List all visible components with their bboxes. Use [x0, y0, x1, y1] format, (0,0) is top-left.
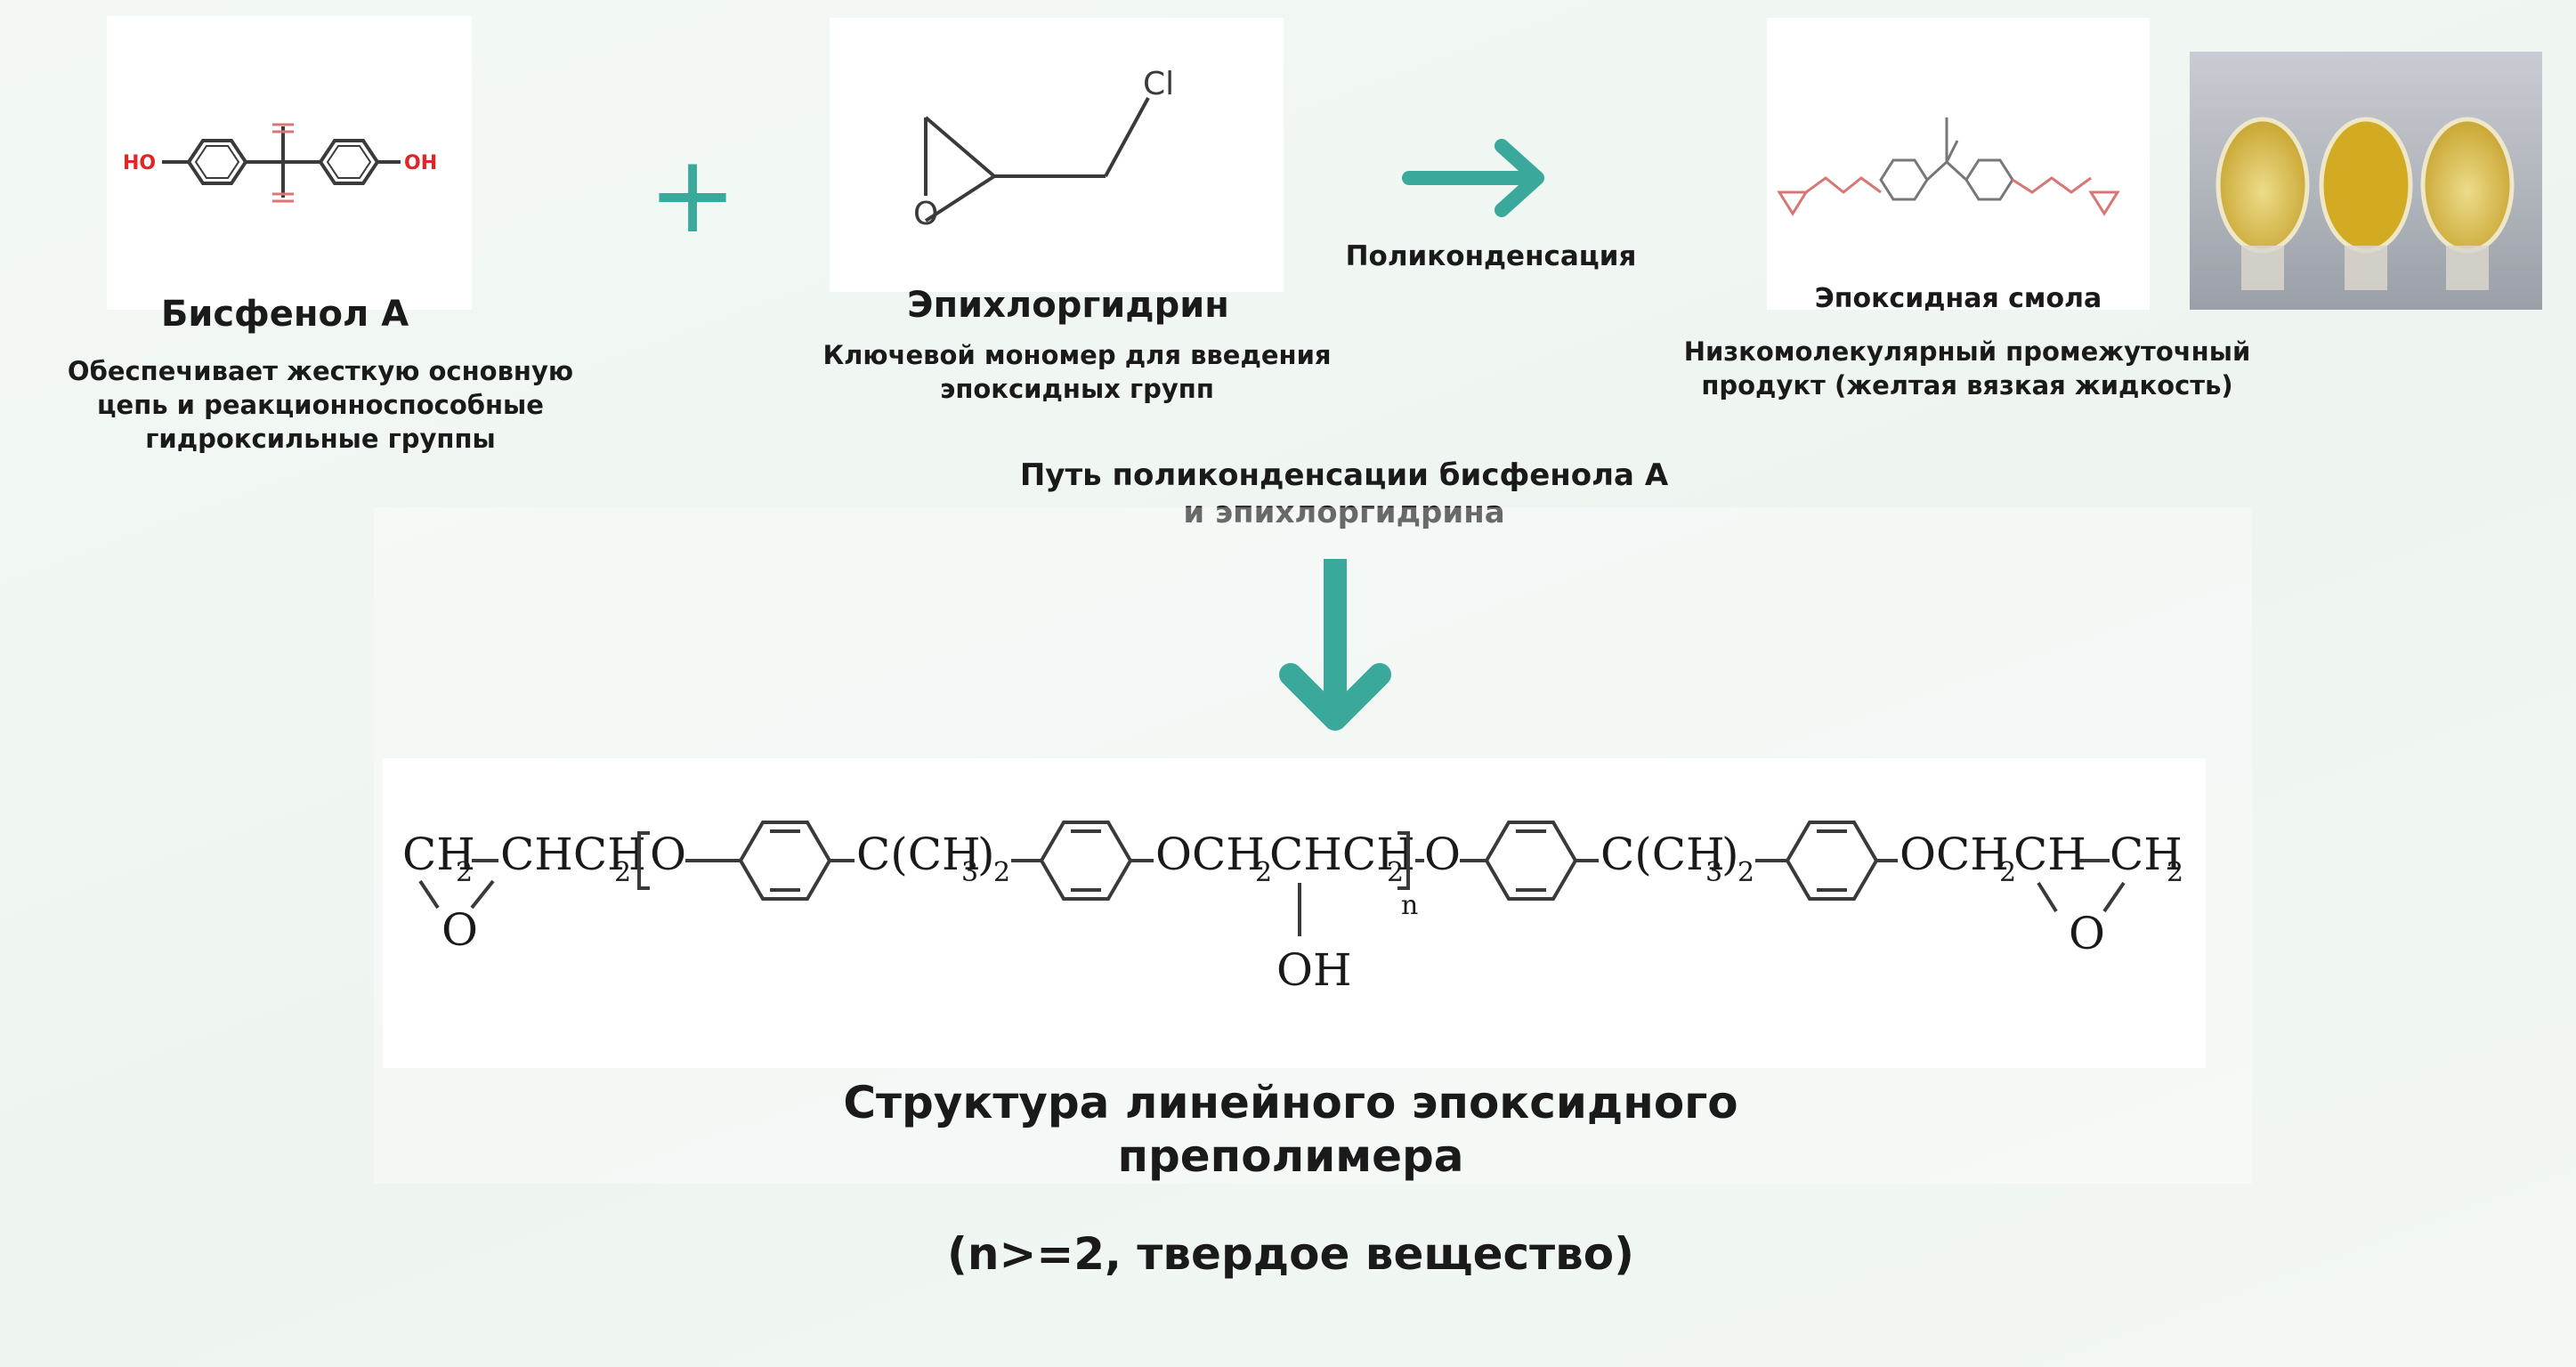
svg-text:2: 2	[1387, 857, 1404, 888]
svg-text:CH: CH	[2013, 829, 2086, 880]
epoxy-resin-title: Эпоксидная смола	[1814, 283, 2102, 314]
epichlorohydrin-o-label: O	[913, 196, 938, 232]
svg-text:OCH: OCH	[1155, 829, 1265, 880]
bisphenol-desc-3: гидроксильные группы	[145, 424, 496, 454]
svg-text:C(CH: C(CH	[856, 829, 981, 880]
result-title-1: Структура линейного эпоксидного	[843, 1077, 1738, 1128]
svg-text:): )	[977, 829, 995, 880]
svg-text:2: 2	[1255, 857, 1272, 888]
svg-text:O: O	[441, 904, 478, 956]
svg-text:CH: CH	[402, 829, 475, 880]
svg-text:3: 3	[1705, 857, 1722, 888]
svg-text:2: 2	[1738, 857, 1754, 888]
bisphenol-desc-1: Обеспечивает жесткую основную	[67, 356, 574, 386]
svg-text:3: 3	[961, 857, 978, 888]
bisphenol-title: Бисфенол A	[160, 294, 409, 335]
pathway-label-1: Путь поликонденсации бисфенола A	[1019, 457, 1669, 493]
prepolymer-formula: CH 2 CHCH 2 O O C(CH 3 ) 2 OCH 2 CHCH 2 …	[402, 821, 2183, 996]
bisphenol-structure: HO OH	[123, 123, 437, 203]
svg-text:OCH: OCH	[1900, 829, 2009, 880]
down-arrow-icon	[1279, 559, 1391, 731]
svg-text:O: O	[2069, 908, 2105, 959]
svg-text:2: 2	[1999, 857, 2016, 888]
epoxy-resin-desc-1: Низкомолекулярный промежуточный	[1683, 336, 2251, 367]
svg-text:OH: OH	[1276, 944, 1352, 996]
epichlorohydrin-structure: O Cl	[913, 66, 1174, 232]
svg-text:CHCH: CHCH	[1269, 829, 1415, 880]
epichlorohydrin-desc-2: эпоксидных групп	[940, 374, 1214, 404]
svg-text:2: 2	[993, 857, 1010, 888]
bisphenol-ho-label: HO	[123, 152, 156, 174]
right-arrow-icon	[1402, 139, 1544, 217]
epoxy-resin-vials-photo	[2190, 52, 2542, 310]
result-note: (n>=2, твердое вещество)	[947, 1228, 1634, 1280]
svg-text:CH: CH	[2110, 829, 2183, 880]
epoxy-resin-structure-panel	[1767, 18, 2150, 310]
epoxy-resin-structure	[1777, 117, 2120, 216]
epichlorohydrin-desc-1: Ключевой мономер для введения	[822, 340, 1332, 370]
bisphenol-desc-2: цепь и реакционноспособные	[97, 390, 544, 420]
plus-symbol: +	[647, 133, 738, 257]
epichlorohydrin-title: Эпихлоргидрин	[907, 285, 1229, 326]
svg-text:O: O	[1424, 829, 1461, 880]
epoxy-resin-desc-2: продукт (желтая вязкая жидкость)	[1701, 370, 2233, 400]
pathway-label-2: и эпихлоргидрина	[1183, 495, 1505, 530]
svg-text:): )	[1721, 829, 1739, 880]
polycondensation-label: Поликонденсация	[1345, 240, 1637, 272]
svg-text:2: 2	[2167, 857, 2183, 888]
prepolymer-formula-panel: CH 2 CHCH 2 O O C(CH 3 ) 2 OCH 2 CHCH 2 …	[383, 758, 2206, 1068]
svg-text:2: 2	[456, 857, 473, 888]
result-title-2: преполимера	[1117, 1130, 1464, 1182]
epichlorohydrin-cl-label: Cl	[1143, 66, 1174, 102]
svg-text:CHCH: CHCH	[500, 829, 646, 880]
bisphenol-oh-label: OH	[404, 152, 437, 174]
svg-text:C(CH: C(CH	[1600, 829, 1725, 880]
bisphenol-structure-panel: HO OH	[107, 16, 472, 310]
epichlorohydrin-structure-panel: O Cl	[830, 18, 1284, 292]
svg-text:2: 2	[614, 857, 631, 888]
svg-text:O: O	[650, 829, 686, 880]
svg-text:n: n	[1401, 890, 1418, 921]
